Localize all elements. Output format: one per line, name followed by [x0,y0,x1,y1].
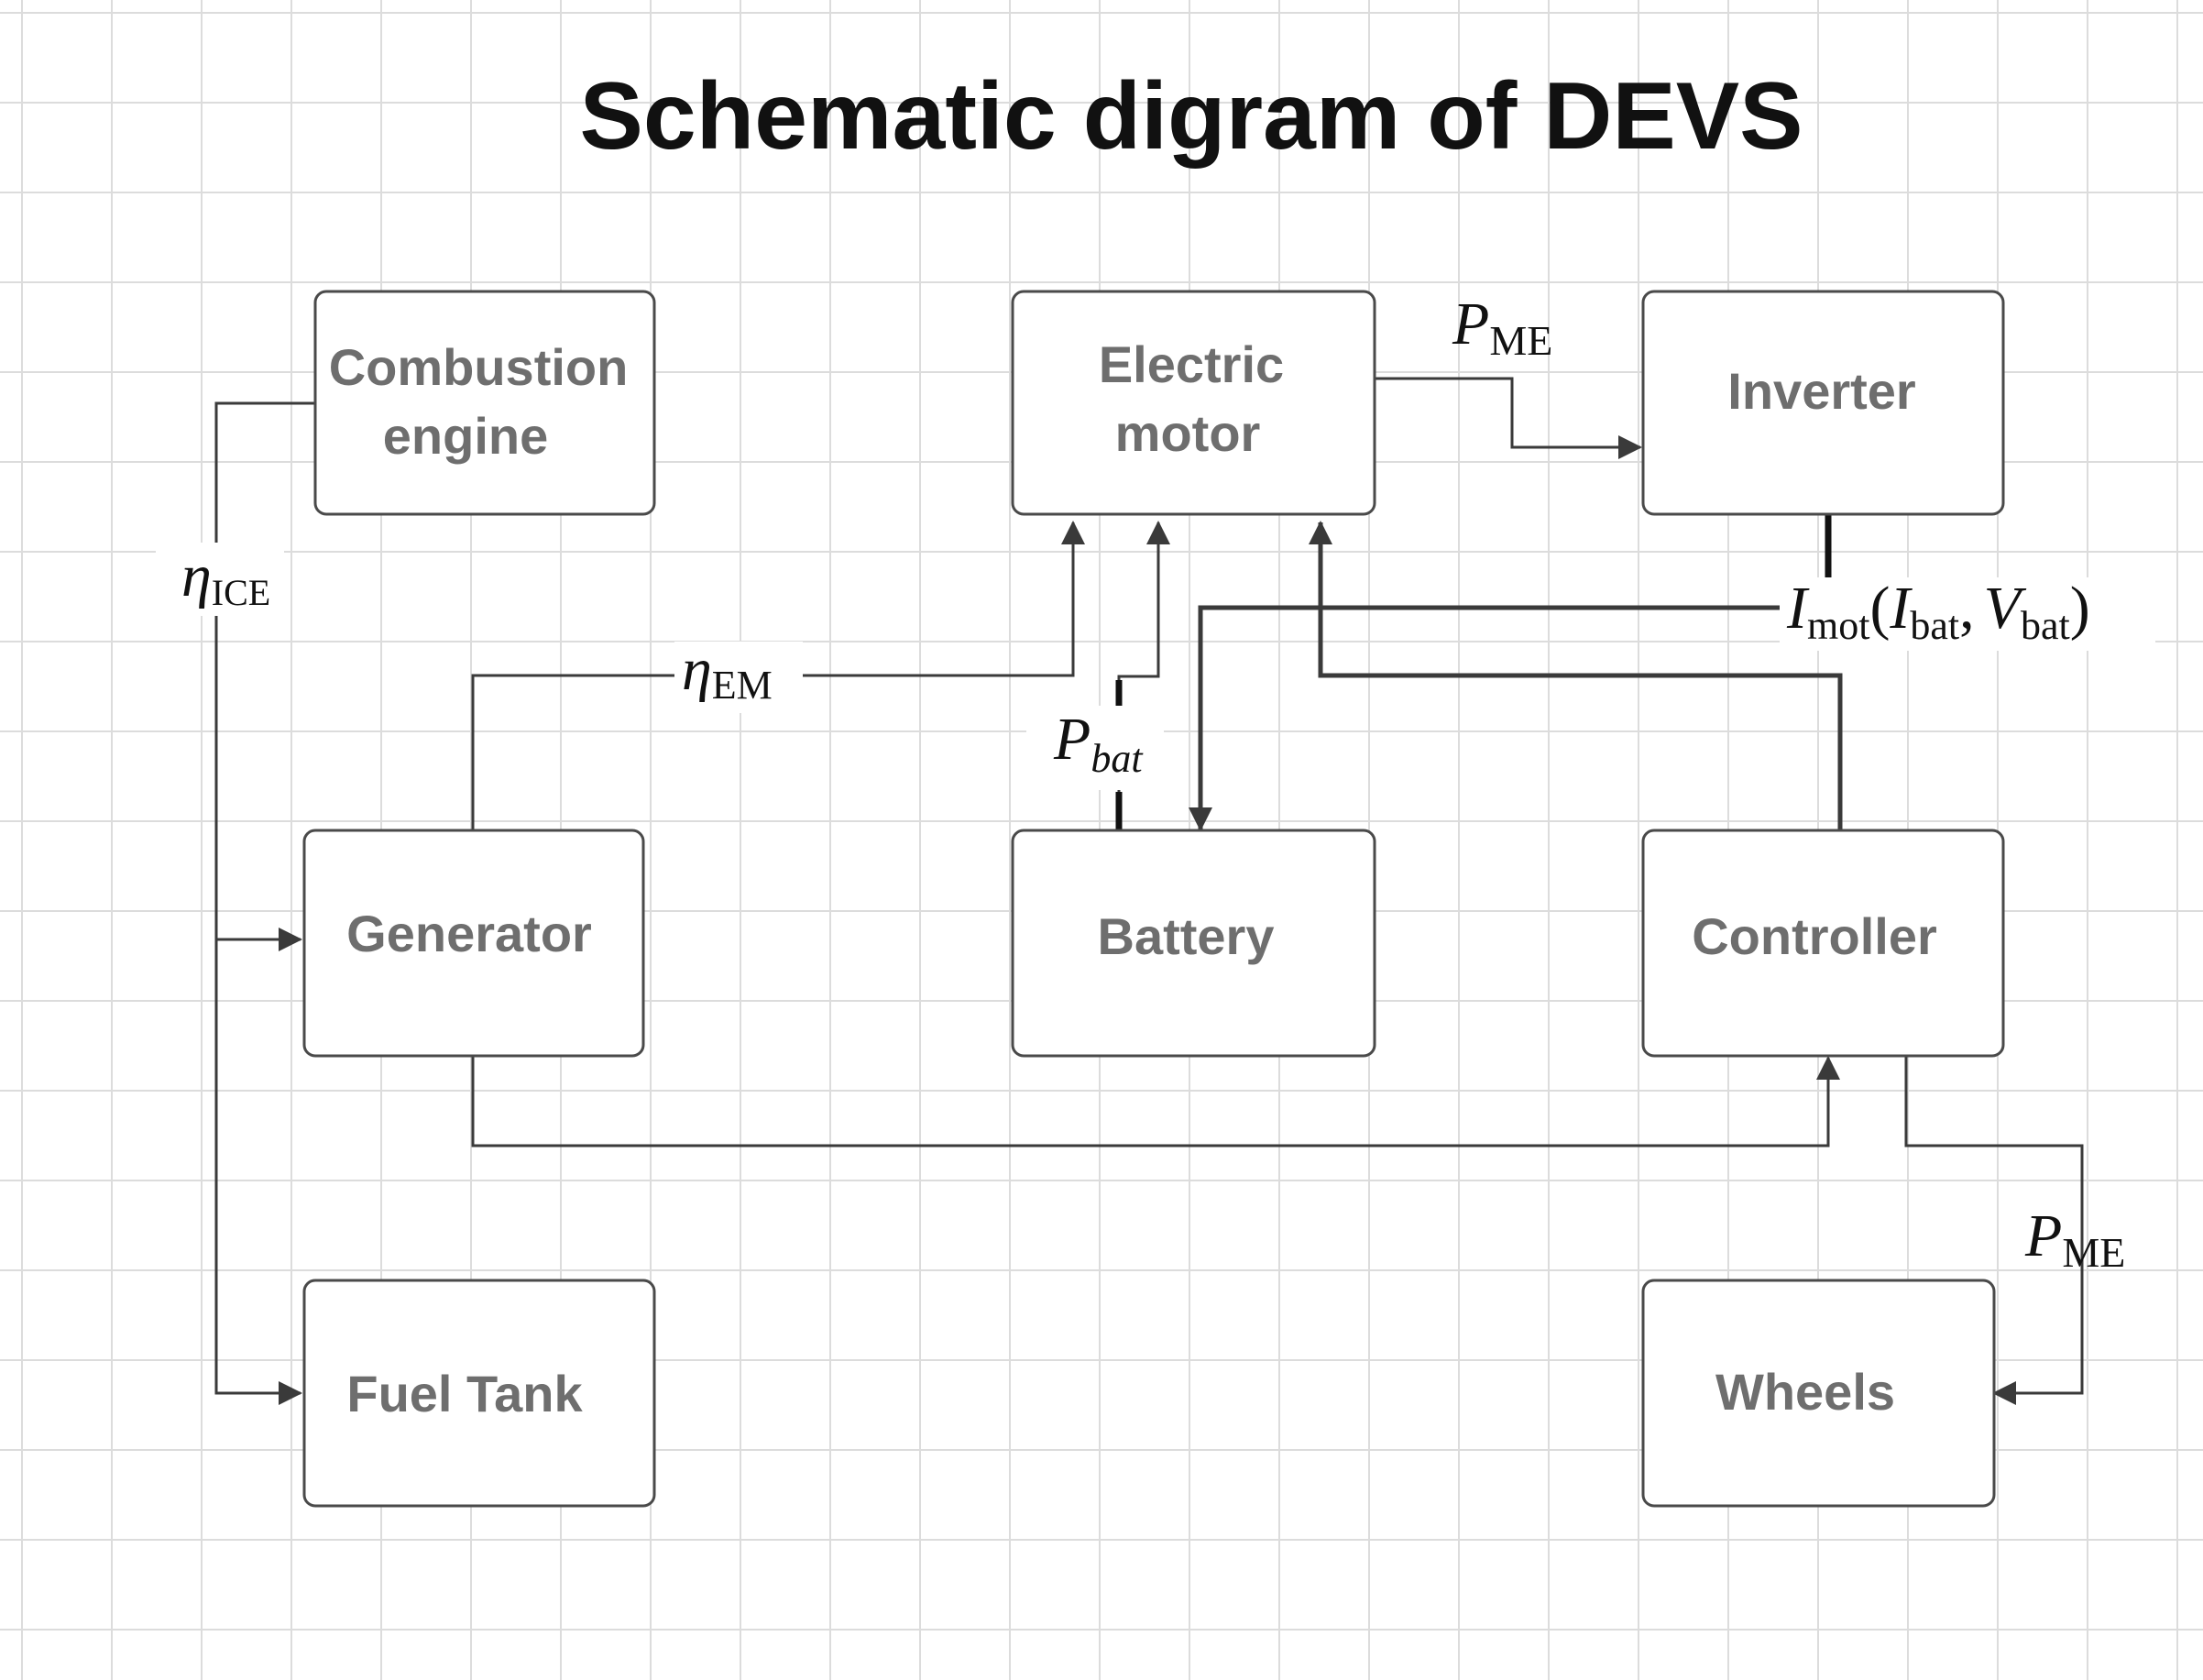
block-electric-motor: Electric motor [1011,290,1376,516]
label-i-mot-bg [1780,577,2155,651]
wire-controller-to-motor [1309,521,1843,829]
block-generator: Generator [302,829,645,1058]
block-label: Generator [346,905,592,962]
block-label: Controller [1692,907,1937,965]
block-label: Electric [1099,335,1284,393]
label-p-me-top: PME [1452,291,1552,364]
wire-generator-to-controller [471,1056,1840,1147]
block-label: Inverter [1727,362,1915,420]
label-p-me-right: PME [2024,1202,2125,1276]
label-i-mot: Imot(Ibat,Vbat) [1786,575,2090,648]
diagram-title: Schematic digram of DEVS [579,63,1803,170]
wire-engine-to-fuel-tank [214,401,315,1405]
label-eta-ice: ηICE [181,543,270,613]
block-fuel-tank: Fuel Tank [302,1279,656,1508]
block-controller: Controller [1641,829,2005,1058]
block-label: Fuel Tank [346,1365,583,1422]
label-eta-em-bg [674,642,803,713]
label-p-bat-bg [1026,706,1164,790]
block-label: Combustion [329,338,629,396]
label-p-bat: Pbat [1053,706,1144,781]
block-wheels: Wheels [1641,1279,1996,1508]
block-inverter: Inverter [1641,290,2005,516]
block-combustion-engine: Combustion engine [313,290,656,516]
block-label: engine [383,407,548,465]
wire-motor-to-inverter [1375,377,1642,459]
block-label: motor [1115,404,1261,462]
label-eta-ice-bg [156,543,284,616]
wire-inverter-to-battery [1189,605,1780,831]
block-battery: Battery [1011,829,1376,1058]
label-eta-em: ηEM [682,636,773,708]
block-label: Wheels [1715,1363,1895,1421]
wire-controller-to-wheels [1904,1056,2084,1405]
block-label: Battery [1098,907,1275,965]
